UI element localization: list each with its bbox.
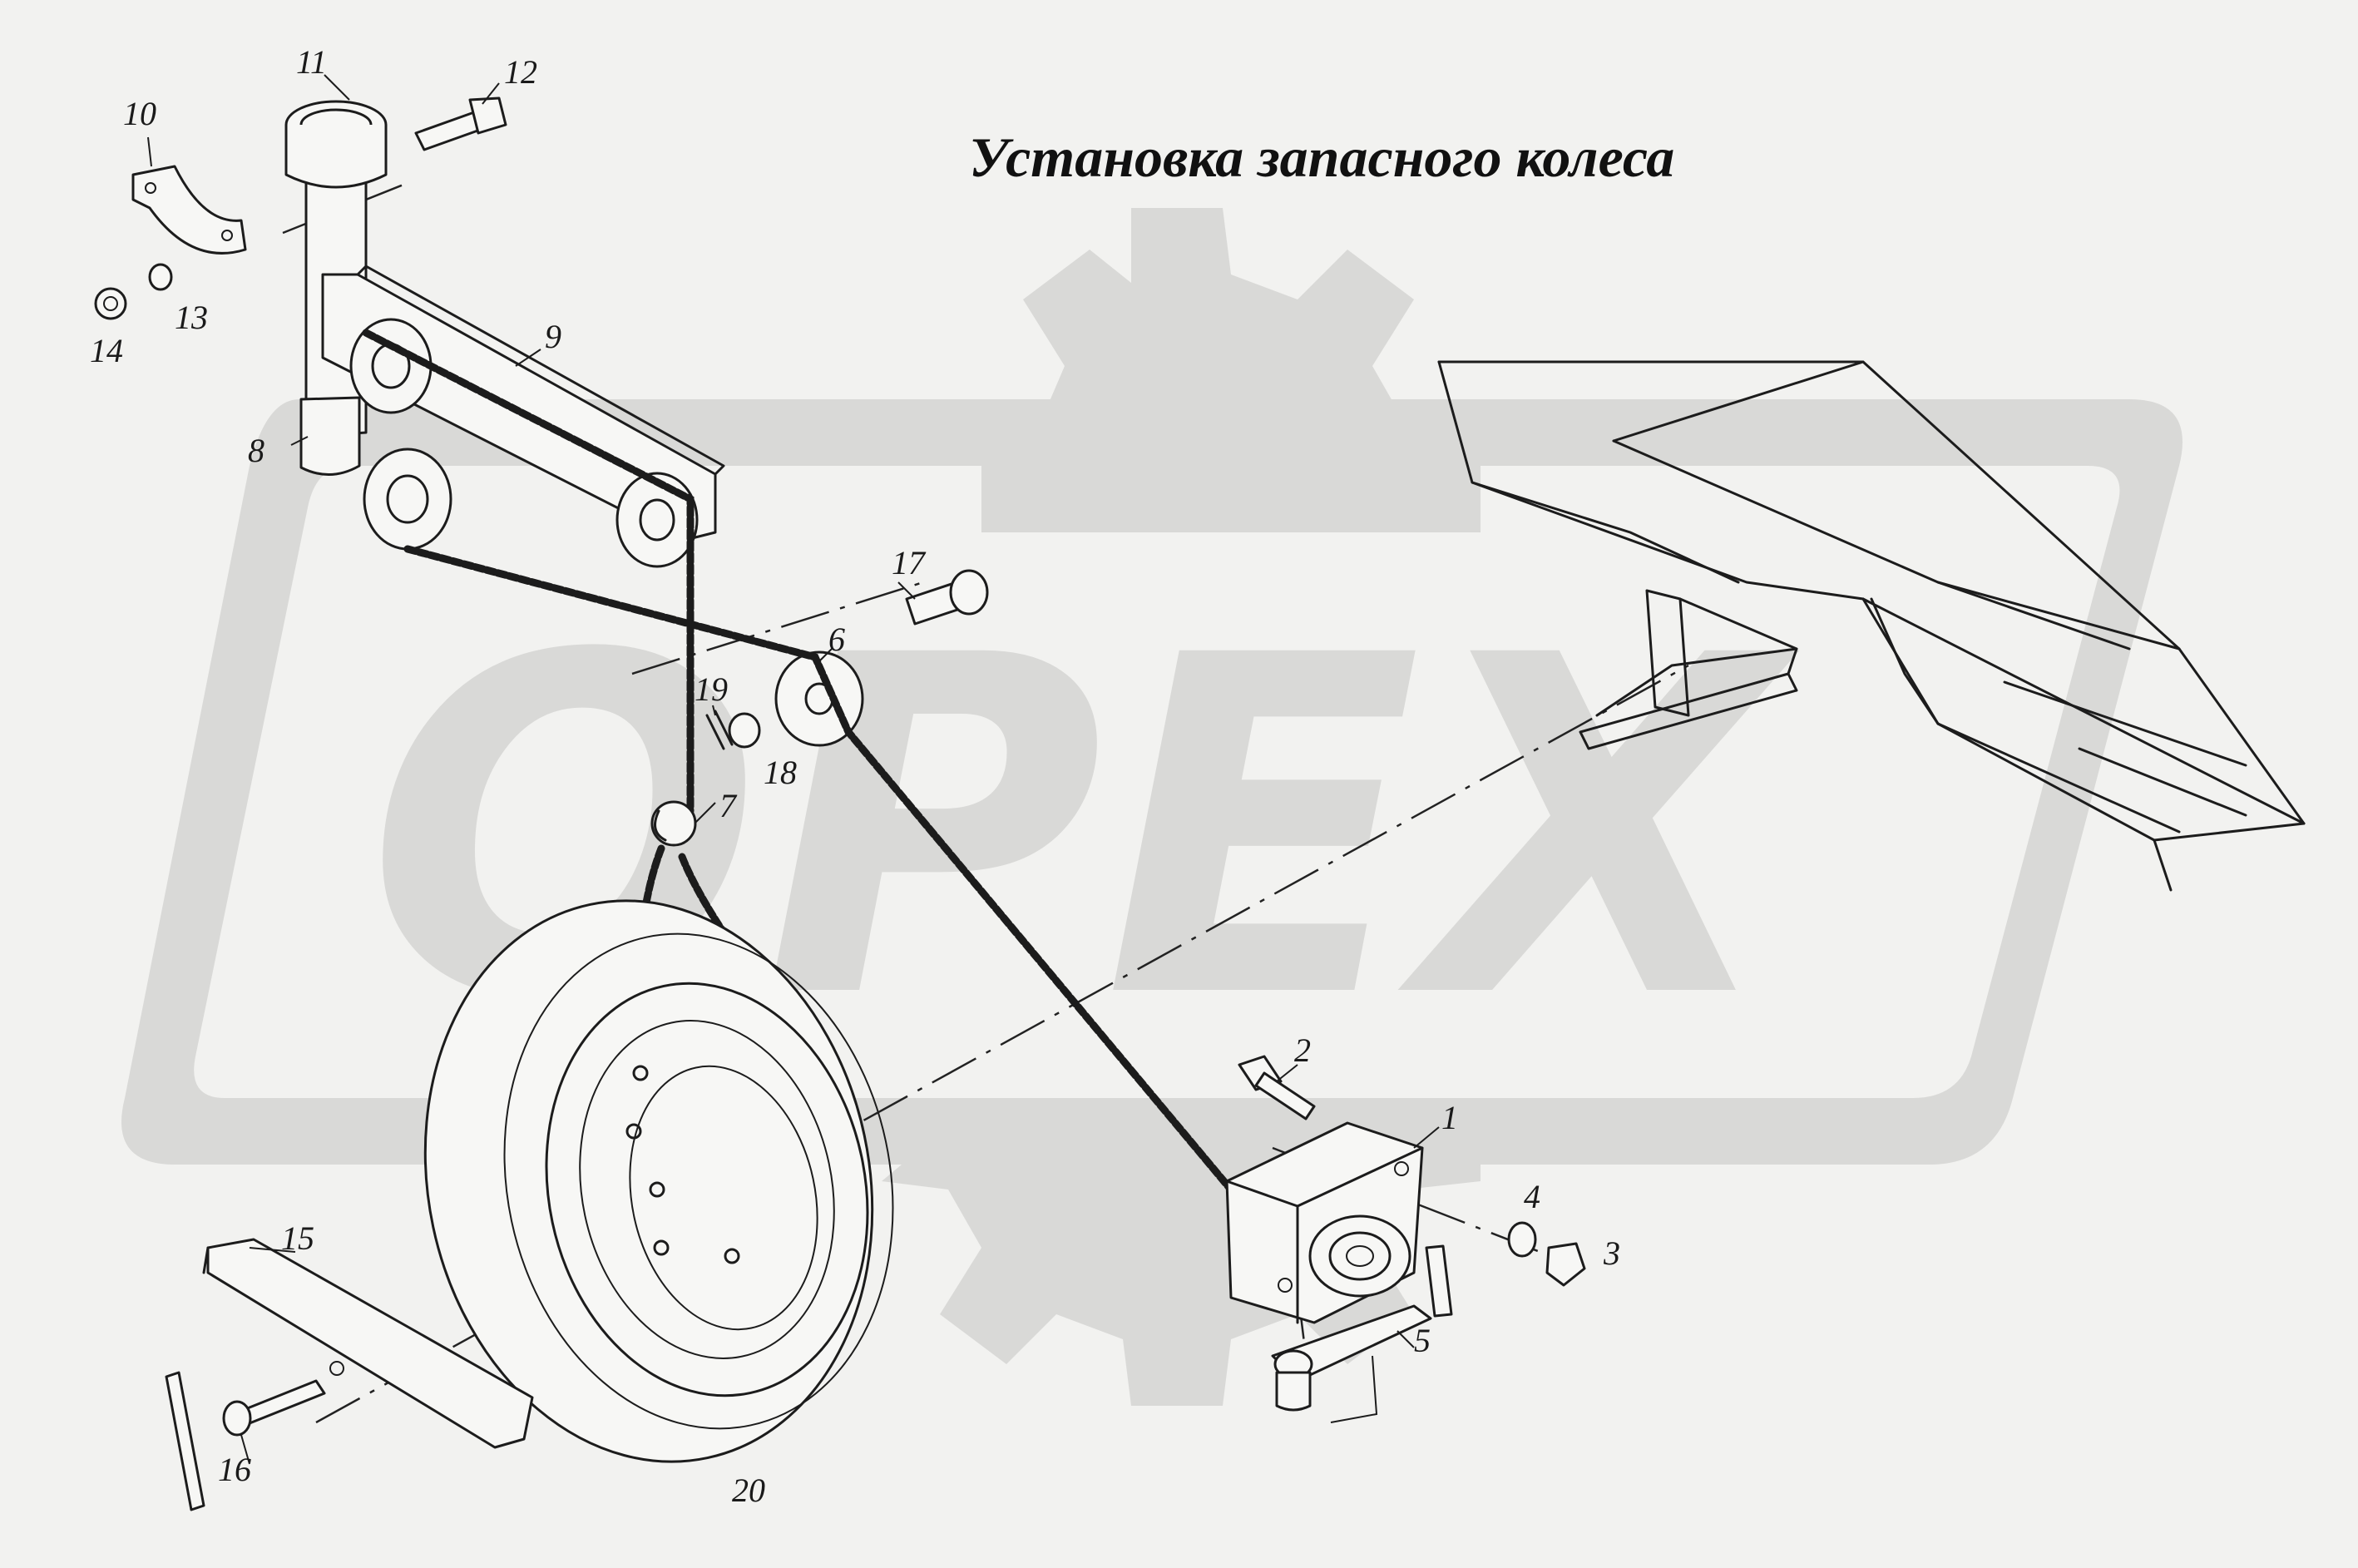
spare-wheel: [423, 899, 894, 1463]
callout-5: 5: [1414, 1322, 1431, 1359]
callouts: 1 2 3 4 5 6 7 8 9 10 11 12 13 14 15 16 1…: [90, 43, 1620, 1509]
vehicle-frame: [1437, 360, 2306, 892]
callout-10: 10: [123, 95, 156, 132]
callout-3: 3: [1603, 1234, 1620, 1272]
clamp-and-fasteners: [94, 96, 989, 750]
callout-14: 14: [90, 332, 123, 369]
winch: [1225, 1055, 1586, 1423]
leader-lines: [147, 74, 1440, 1465]
callout-13: 13: [175, 299, 208, 336]
callout-1: 1: [1441, 1099, 1458, 1136]
callout-12: 12: [504, 53, 537, 91]
callout-17: 17: [892, 544, 927, 581]
callout-18: 18: [764, 754, 797, 791]
callout-11: 11: [296, 43, 327, 81]
callout-6: 6: [828, 621, 845, 658]
callout-8: 8: [248, 432, 264, 469]
diagram-title: Установка запасного колеса: [969, 126, 1674, 189]
callout-15: 15: [281, 1219, 314, 1257]
callout-20: 20: [732, 1472, 765, 1509]
callout-19: 19: [695, 670, 728, 708]
callout-9: 9: [545, 318, 561, 355]
support-plate: [165, 1238, 534, 1511]
callout-2: 2: [1294, 1031, 1311, 1069]
callout-7: 7: [719, 787, 738, 824]
callout-16: 16: [218, 1451, 251, 1488]
callout-4: 4: [1524, 1178, 1540, 1215]
